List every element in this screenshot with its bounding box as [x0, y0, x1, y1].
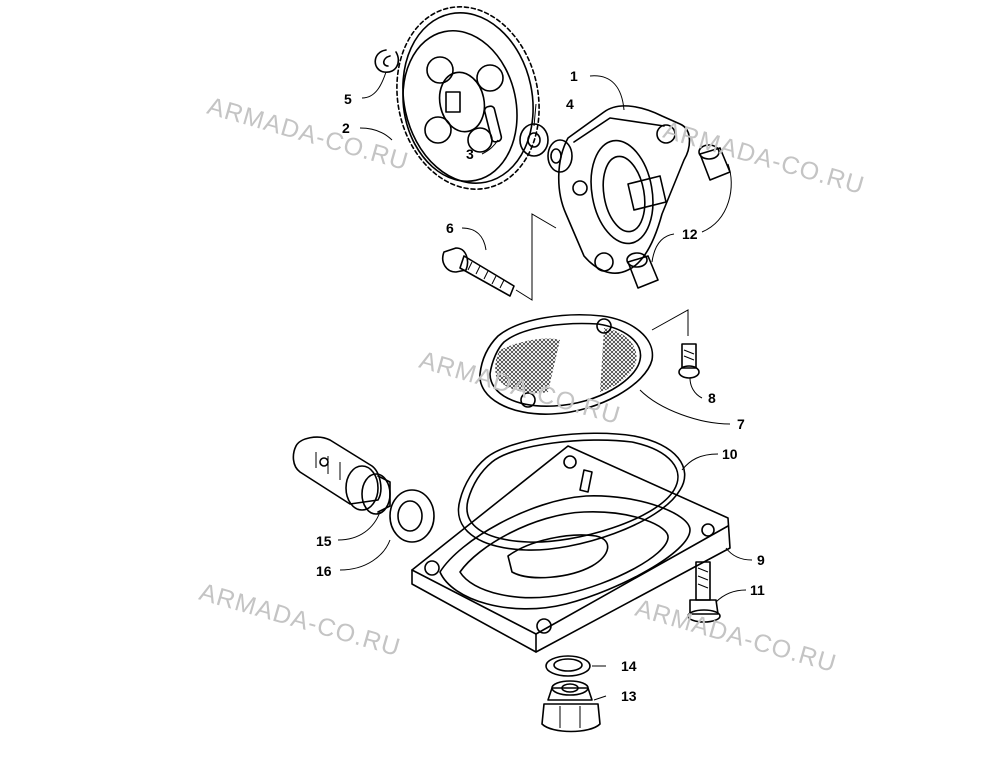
drive-pin [483, 105, 503, 143]
oil-strainer [479, 314, 654, 415]
callout-1: 1 [570, 68, 578, 84]
callout-10: 10 [722, 446, 738, 462]
callout-6: 6 [446, 220, 454, 236]
circlip [374, 49, 400, 73]
sealing-washer [389, 489, 435, 543]
oil-pump-body [547, 105, 691, 274]
callout-14: 14 [621, 658, 637, 674]
leader-lines [337, 71, 753, 701]
callout-7: 7 [737, 416, 745, 432]
callout-3: 3 [466, 146, 474, 162]
callout-2: 2 [342, 120, 350, 136]
drain-plug [541, 680, 601, 733]
bracket-line [515, 213, 557, 301]
callout-11: 11 [750, 582, 765, 598]
bracket-line [651, 309, 689, 336]
drain-washer [545, 655, 591, 677]
callout-5: 5 [344, 91, 352, 107]
oil-pan [411, 445, 731, 653]
callout-13: 13 [621, 688, 637, 704]
callout-15: 15 [316, 533, 332, 549]
pump-bolt [441, 247, 515, 297]
callout-4: 4 [566, 96, 574, 112]
oil-fitting [292, 436, 391, 515]
callout-labels: 1 2 3 4 5 6 7 8 9 10 11 12 13 14 15 16 [316, 68, 765, 704]
callout-8: 8 [708, 390, 716, 406]
drive-gear [396, 6, 540, 190]
callout-16: 16 [316, 563, 332, 579]
callout-9: 9 [757, 552, 765, 568]
callout-12: 12 [682, 226, 698, 242]
pan-bolt [687, 561, 721, 623]
strainer-screw [678, 343, 700, 379]
o-ring [457, 432, 686, 551]
